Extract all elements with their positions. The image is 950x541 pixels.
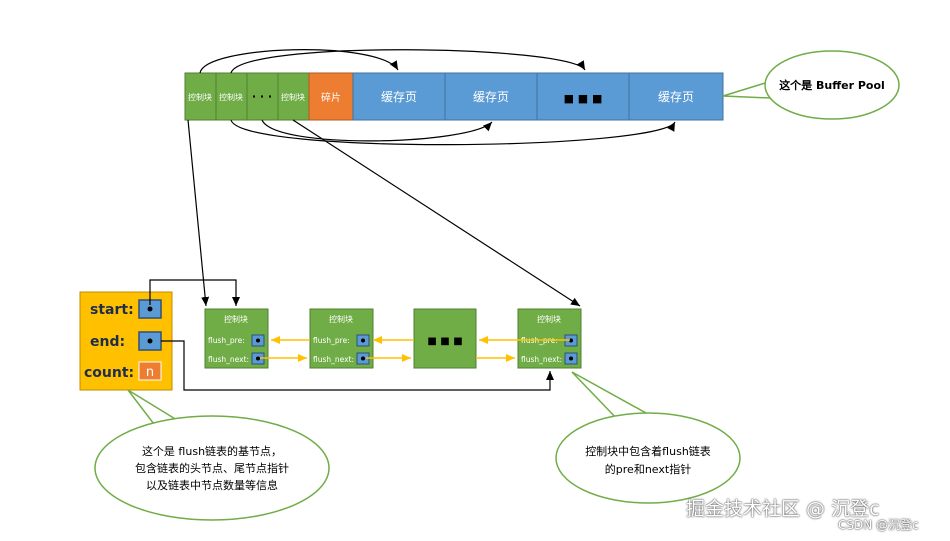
- start-pointer-to-first: [149, 279, 240, 306]
- base-node-note-line-2: 包含链表的头节点、尾节点指针: [135, 461, 289, 475]
- arrow-cb-ellipsis-to-page2: [261, 119, 493, 142]
- base-node-callout: 这个是 flush链表的基节点， 包含链表的头节点、尾节点指针 以及链表中节点数…: [94, 389, 330, 521]
- flush-node-n-next: flush_next:: [521, 355, 562, 364]
- flush-node-ellipsis: ■ ■ ■: [413, 308, 477, 369]
- buffer-pool: 控制块 控制块 · · · 控制块 碎片 缓存页 缓存页 ■ ■ ■ 缓存页: [184, 72, 724, 121]
- flush-base-node: start: end: count: n: [79, 291, 173, 391]
- flush-node-2-title: 控制块: [329, 314, 353, 324]
- cb1-to-flush-node-1: [187, 119, 210, 307]
- control-block-1: [184, 72, 217, 121]
- cache-page-ellipsis: [536, 72, 630, 121]
- cache-page-1: [352, 72, 446, 121]
- count-label: count:: [84, 365, 134, 381]
- black-pointer-arrows: [149, 119, 581, 391]
- flush-node-ellipsis-label: ■ ■ ■: [427, 336, 462, 347]
- flush-node-1-pre: flush_pre:: [208, 336, 245, 345]
- base-node-note-line-1: 这个是 flush链表的基节点，: [142, 444, 282, 458]
- flush-node-2-next: flush_next:: [313, 355, 354, 364]
- cache-page-n: [628, 72, 724, 121]
- watermark-main: 掘金技术社区 @ 沉登c: [686, 498, 880, 520]
- control-block-2: [215, 72, 248, 121]
- fragment-label: 碎片: [321, 91, 341, 104]
- fragment-block: [308, 72, 354, 121]
- flush-node-n: 控制块 flush_pre: flush_next:: [517, 308, 582, 369]
- watermark-sub: CSDN @沉登c: [838, 518, 919, 532]
- flush-node-1-title: 控制块: [224, 314, 248, 324]
- end-pointer-to-last: [161, 340, 554, 391]
- cache-page-ellipsis-label: ■ ■ ■: [564, 92, 603, 105]
- bottom-mapping-arrows: [230, 119, 676, 146]
- flush-node-2: 控制块 flush_pre: flush_next:: [309, 308, 374, 369]
- cache-page-2: [444, 72, 538, 121]
- control-block-ellipsis-label: · · ·: [252, 90, 272, 103]
- count-box: [138, 361, 162, 381]
- cache-page-1-label: 缓存页: [381, 90, 417, 104]
- control-block-1-label: 控制块: [188, 92, 212, 102]
- control-block-2-label: 控制块: [219, 92, 243, 102]
- control-block-callout: 控制块中包含着flush链表 的pre和next指针: [555, 371, 741, 504]
- arrow-cb2-to-page-ellipsis: [230, 49, 586, 74]
- buffer-pool-callout: 这个是 Buffer Pool: [722, 50, 900, 120]
- control-note-line-1: 控制块中包含着flush链表: [585, 444, 711, 458]
- control-note-line-2: 的pre和next指针: [605, 462, 691, 476]
- top-mapping-arrows: [199, 49, 586, 74]
- base-node-note-line-3: 以及链表中节点数量等信息: [146, 478, 278, 492]
- flush-node-1: 控制块 flush_pre: flush_next:: [204, 308, 269, 369]
- flush-node-1-next: flush_next:: [208, 355, 249, 364]
- flush-pointer-arrows: [260, 336, 570, 362]
- end-label: end:: [90, 334, 125, 350]
- arrow-cbn-to-pagen: [230, 119, 676, 146]
- cbn-to-flush-node-n: [292, 119, 581, 307]
- control-block-n-label: 控制块: [281, 92, 305, 102]
- count-value: n: [146, 365, 154, 380]
- buffer-pool-note: 这个是 Buffer Pool: [779, 78, 885, 92]
- cache-page-2-label: 缓存页: [473, 90, 509, 104]
- start-label: start:: [90, 302, 134, 318]
- flush-node-n-title: 控制块: [537, 314, 561, 324]
- cache-page-n-label: 缓存页: [658, 90, 694, 104]
- arrow-cb1-to-page1: [199, 49, 399, 74]
- flush-node-2-pre: flush_pre:: [313, 336, 350, 345]
